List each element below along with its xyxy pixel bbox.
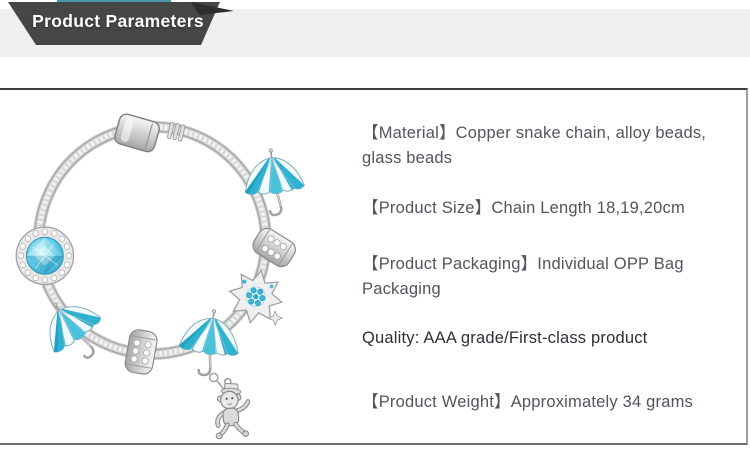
banner-ribbon bbox=[8, 0, 234, 45]
aqua-gem-bead bbox=[15, 226, 75, 286]
umbrella-charm-left bbox=[28, 284, 119, 375]
pave-bead-right bbox=[252, 227, 296, 268]
star-charm bbox=[228, 269, 284, 324]
product-parameters-panel: 【Material】Copper snake chain, alloy bead… bbox=[0, 88, 748, 445]
banner-fold bbox=[191, 2, 234, 15]
section-banner: Product Parameters bbox=[0, 0, 260, 52]
spec-size: 【Product Size】Chain Length 18,19,20cm bbox=[362, 199, 685, 217]
product-image bbox=[6, 94, 354, 442]
umbrella-charm-top-right bbox=[237, 145, 311, 218]
barrel-clasp bbox=[114, 113, 160, 153]
section-title: Product Parameters bbox=[32, 11, 204, 31]
spec-weight: 【Product Weight】Approximately 34 grams bbox=[362, 393, 694, 411]
spec-packaging: 【Product Packaging】Individual OPP Bag Pa… bbox=[362, 255, 684, 298]
dangling-figure-charm bbox=[208, 372, 251, 440]
spec-quality: Quality: AAA grade/First-class product bbox=[362, 329, 648, 347]
banner-shape bbox=[8, 2, 220, 45]
spec-material: 【Material】Copper snake chain, alloy bead… bbox=[362, 124, 707, 167]
spec-list: 【Material】Copper snake chain, alloy bead… bbox=[362, 121, 746, 415]
bracelet-illustration bbox=[15, 113, 354, 440]
pave-bead-bottom bbox=[124, 329, 158, 375]
gem-facets bbox=[26, 237, 64, 275]
sparkle-accent bbox=[266, 309, 284, 327]
clasp-ribs bbox=[167, 121, 186, 142]
gem-halo-crystals bbox=[17, 228, 73, 283]
